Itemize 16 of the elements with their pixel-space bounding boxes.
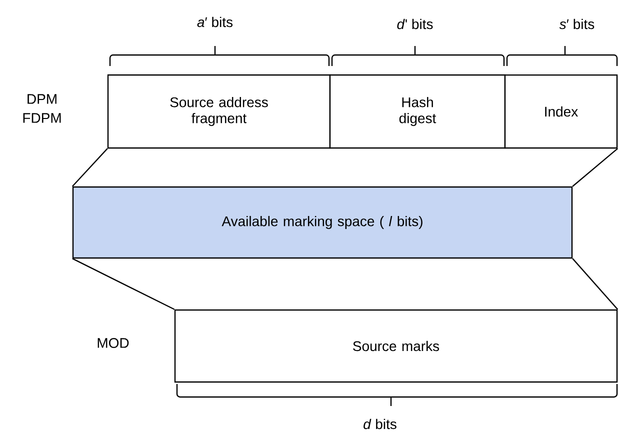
text-label: a′ bits	[197, 16, 233, 28]
marking-space-bar: Available marking space ( l bits)	[72, 186, 573, 259]
text-label: DPM	[28, 94, 56, 104]
text-label: s′ bits	[559, 18, 594, 30]
text-label: d bits	[364, 418, 396, 430]
field-box: Hash digest	[329, 74, 506, 149]
projection-line	[572, 258, 618, 310]
text-label: d' bits	[397, 18, 433, 30]
projection-line	[72, 258, 175, 310]
field-box: Source address fragment	[107, 74, 331, 149]
field-box: Source marks	[174, 309, 618, 383]
projection-line	[572, 148, 618, 187]
field-box: Index	[504, 74, 618, 149]
text-label: FDPM	[23, 113, 61, 123]
text-label: MOD	[98, 338, 129, 348]
projection-line	[72, 148, 108, 187]
